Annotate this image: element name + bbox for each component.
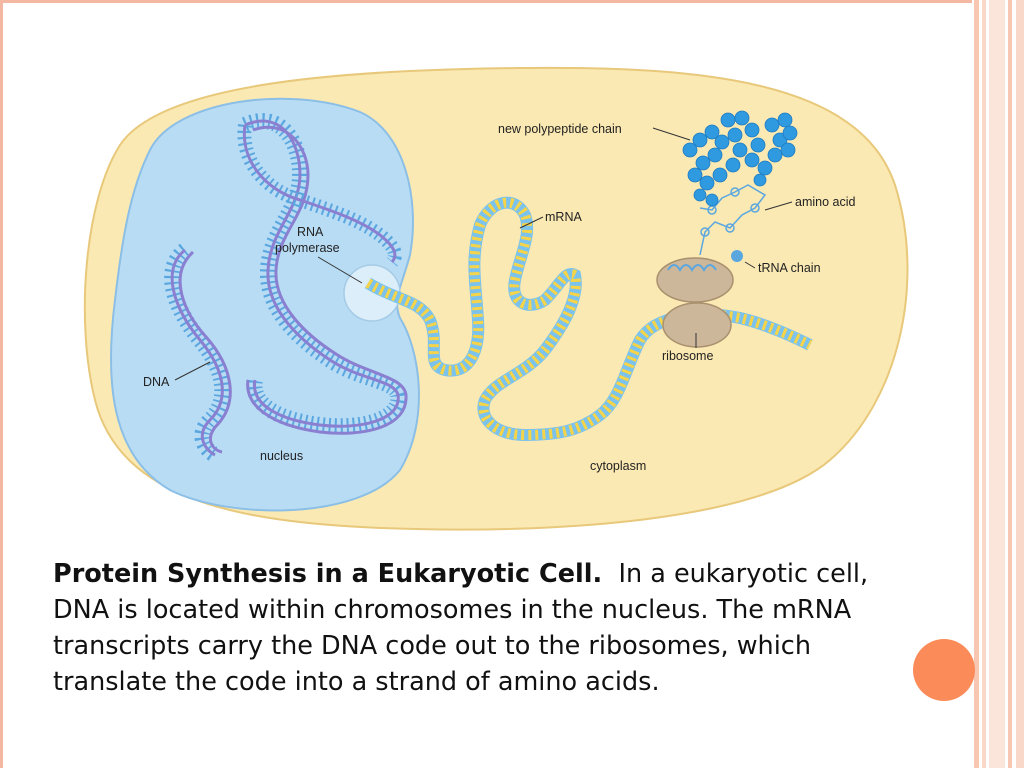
label-ribosome: ribosome <box>662 349 713 363</box>
label-new-polypeptide-chain: new polypeptide chain <box>498 122 622 136</box>
caption-body: In a eukaryotic cell, DNA is located wit… <box>53 559 869 697</box>
caption: Protein Synthesis in a Eukaryotic Cell. … <box>53 556 903 700</box>
label-dna: DNA <box>143 375 170 389</box>
mrna-strand <box>364 196 813 442</box>
nucleus-shape <box>109 97 420 512</box>
label-trna-chain: tRNA chain <box>758 261 821 275</box>
label-mrna: mRNA <box>545 210 582 224</box>
dna-helix-main <box>237 113 408 435</box>
label-nucleus: nucleus <box>260 449 303 463</box>
label-rna-polymerase-line1: RNA <box>297 225 324 239</box>
polypeptide-chain <box>682 110 798 207</box>
dna-helix-left <box>164 243 232 463</box>
decorative-orange-dot <box>913 639 975 701</box>
decorative-right-border <box>974 0 1024 768</box>
protein-synthesis-diagram: new polypeptide chain amino acid tRNA ch… <box>83 66 909 531</box>
label-amino-acid: amino acid <box>795 195 855 209</box>
slide-frame <box>0 0 972 768</box>
caption-title: Protein Synthesis in a Eukaryotic Cell. <box>53 559 603 589</box>
ribosome-shape <box>656 250 743 348</box>
label-cytoplasm: cytoplasm <box>590 459 646 473</box>
leader-lines <box>174 127 793 381</box>
label-rna-polymerase-line2: polymerase <box>275 241 340 255</box>
